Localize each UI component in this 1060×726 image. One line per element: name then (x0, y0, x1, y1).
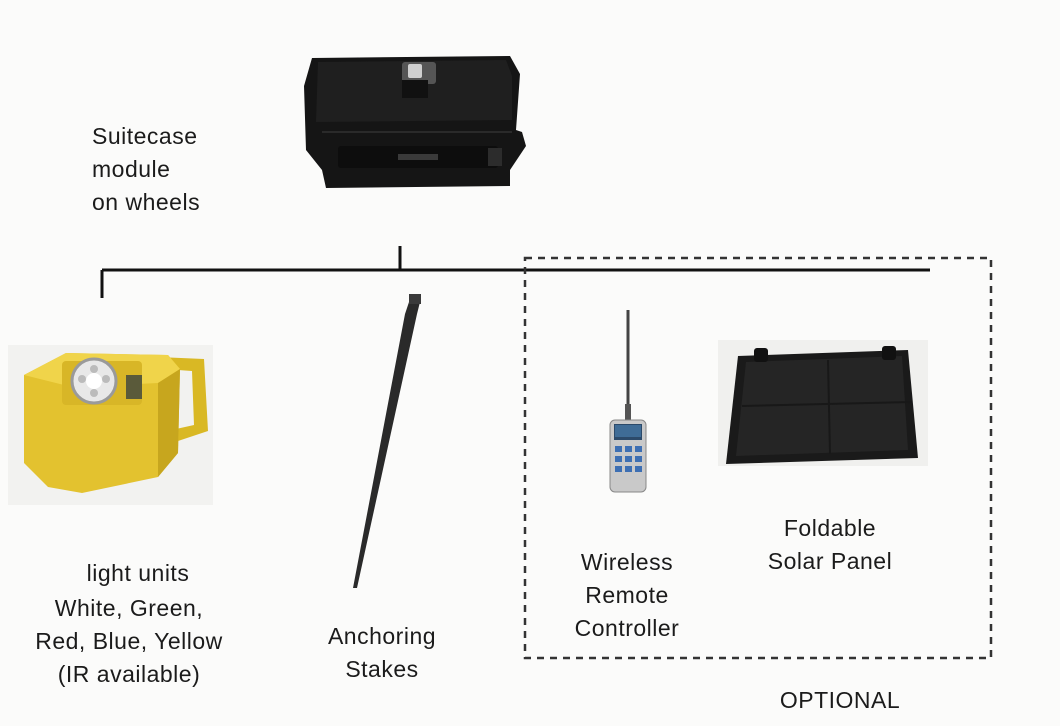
anchoring-stake-image (353, 294, 421, 588)
suitcase-image (304, 56, 526, 188)
suitcase-label: Suitecase module on wheels (92, 123, 201, 215)
optional-label: OPTIONAL (779, 687, 901, 713)
light-unit-image (8, 345, 213, 505)
wireless-remote-label: Wireless Remote Controller (574, 549, 680, 641)
solar-panel-label: Foldable Solar Panel (767, 515, 893, 574)
light-units-detail: White, Green, Red, Blue, Yellow (IR avai… (35, 595, 223, 687)
light-units-title: light units (86, 560, 190, 586)
wireless-remote-image (609, 310, 647, 493)
anchoring-stakes-label: Anchoring Stakes (327, 623, 437, 682)
optional-dashed-box (523, 256, 993, 660)
solar-panel-image (718, 340, 928, 466)
